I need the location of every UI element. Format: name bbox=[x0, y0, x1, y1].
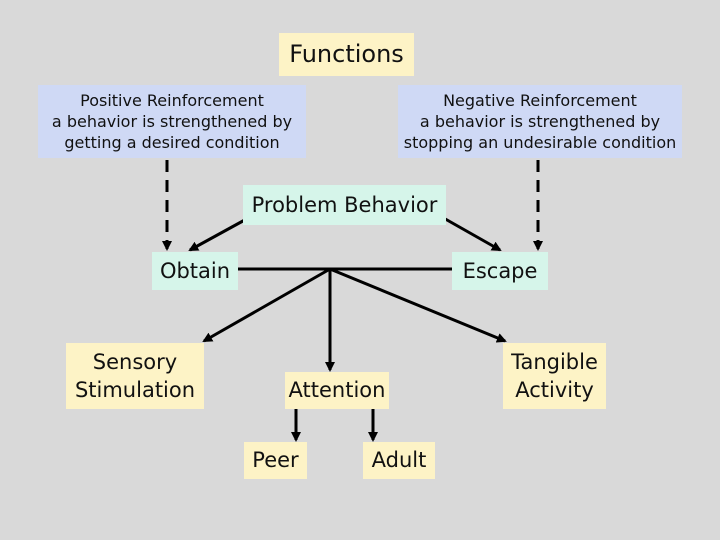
positive-reinforcement-box: Positive Reinforcement a behavior is str… bbox=[38, 85, 306, 158]
functions-title-box: Functions bbox=[279, 33, 414, 76]
positive-line1: a behavior is strengthened by bbox=[51, 112, 293, 131]
adult-label: Adult bbox=[371, 448, 427, 472]
tangible-line1: Tangible bbox=[511, 350, 598, 374]
peer-label: Peer bbox=[252, 448, 299, 472]
tangible-activity-box: Tangible Activity bbox=[503, 343, 606, 409]
obtain-box: Obtain bbox=[152, 252, 238, 290]
attention-box: Attention bbox=[285, 372, 389, 409]
escape-label: Escape bbox=[462, 259, 538, 283]
problem-behavior-label: Problem Behavior bbox=[251, 193, 438, 217]
escape-box: Escape bbox=[452, 252, 548, 290]
to-tangible-arrow bbox=[329, 267, 507, 343]
negative-line1: a behavior is strengthened by bbox=[419, 112, 661, 131]
sensory-line1: Sensory bbox=[92, 350, 178, 374]
tangible-line2: Activity bbox=[515, 378, 594, 402]
peer-box: Peer bbox=[244, 442, 307, 479]
positive-heading: Positive Reinforcement bbox=[80, 91, 264, 110]
to-sensory-arrow bbox=[202, 267, 331, 343]
negative-heading: Negative Reinforcement bbox=[443, 91, 637, 110]
problem-to-obtain-arrow bbox=[188, 214, 253, 252]
sensory-line2: Stimulation bbox=[74, 378, 196, 402]
negative-reinforcement-box: Negative Reinforcement a behavior is str… bbox=[398, 85, 682, 158]
attention-label: Attention bbox=[288, 378, 386, 402]
positive-line2: getting a desired condition bbox=[64, 133, 280, 152]
functions-title: Functions bbox=[289, 40, 404, 68]
problem-to-escape-arrow bbox=[439, 214, 502, 252]
adult-box: Adult bbox=[363, 442, 435, 479]
problem-behavior-box: Problem Behavior bbox=[243, 185, 446, 225]
negative-line2: stopping an undesirable condition bbox=[403, 133, 677, 152]
obtain-label: Obtain bbox=[159, 259, 231, 283]
sensory-stimulation-box: Sensory Stimulation bbox=[66, 343, 204, 409]
